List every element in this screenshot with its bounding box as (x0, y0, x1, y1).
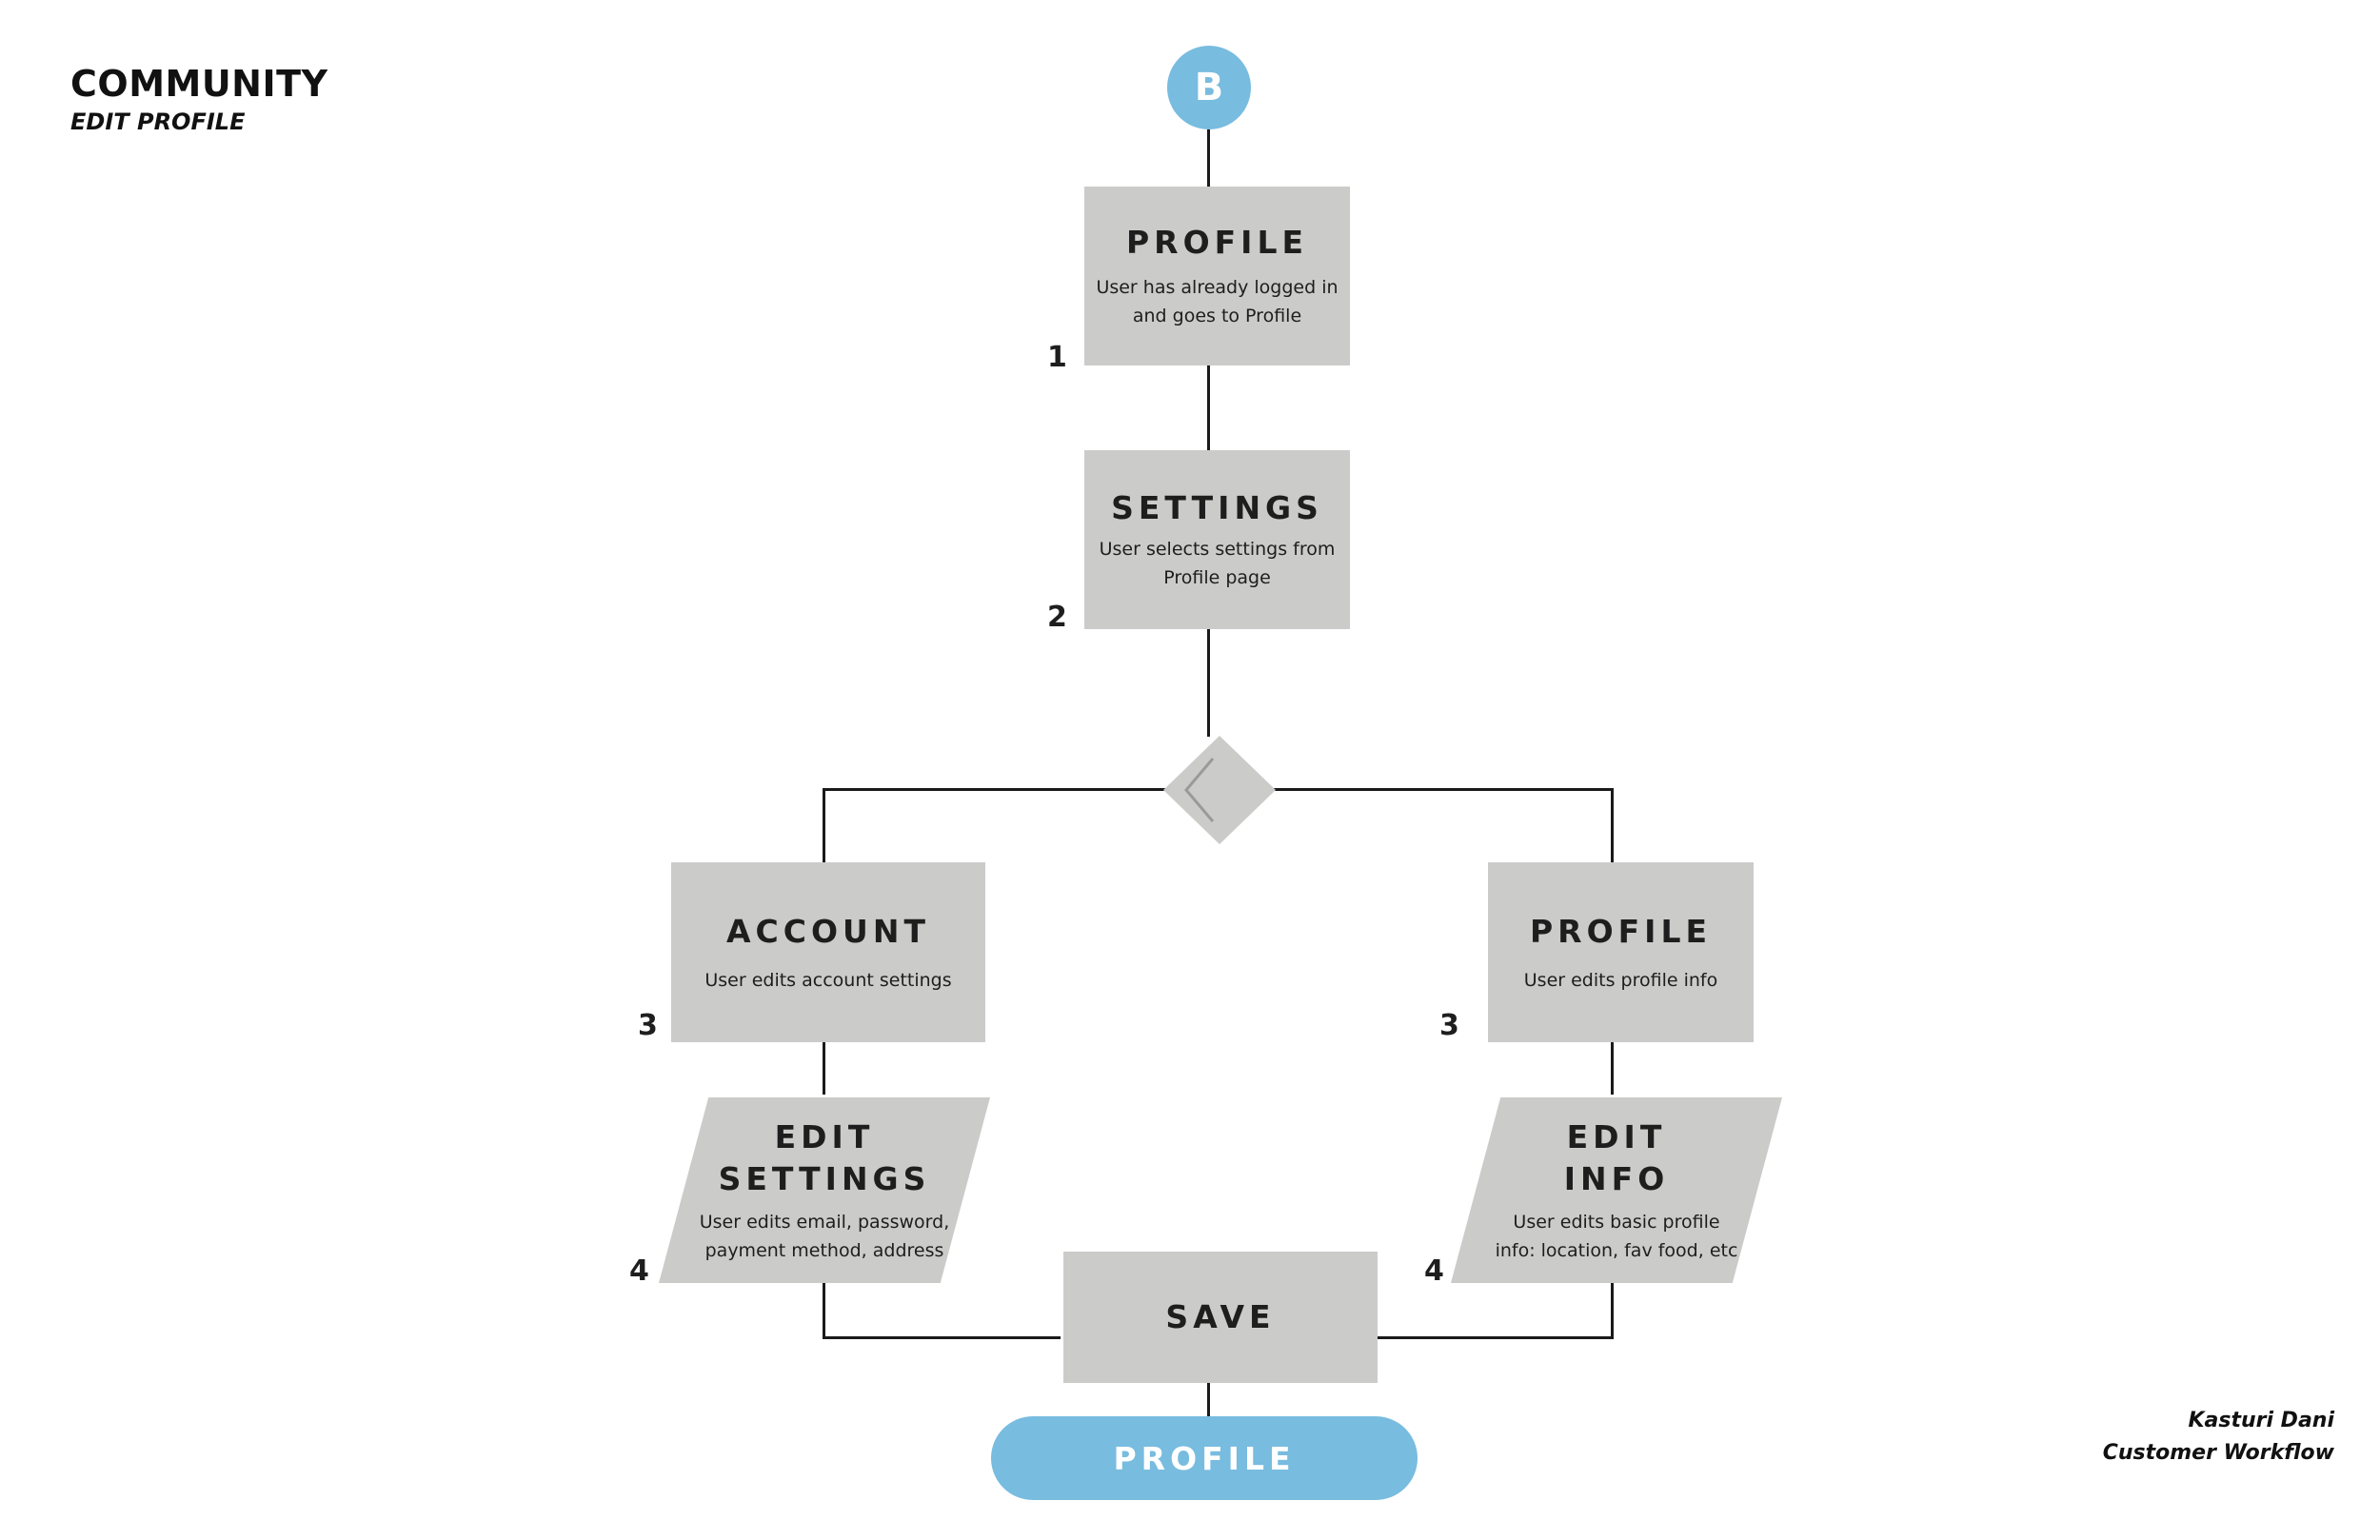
settings-step-box: SETTINGS User selects settings from Prof… (1084, 450, 1350, 629)
decision-diamond (1163, 736, 1276, 844)
connector-left-down (823, 788, 825, 862)
chevron-left-icon (1184, 758, 1215, 822)
edit-info-step-shape (1451, 1097, 1782, 1283)
diagram-subtitle: EDIT PROFILE (70, 109, 246, 135)
step-number-4-left: 4 (629, 1254, 649, 1288)
profile-info-step-box: PROFILE User edits profile info (1488, 862, 1754, 1042)
step-number-1: 1 (1047, 341, 1067, 374)
edit-settings-step-shape (659, 1097, 990, 1283)
profile-info-step-desc: User edits profile info (1523, 969, 1718, 991)
author-name: Kasturi Dani (2188, 1409, 2334, 1432)
connector-left-save (823, 1336, 1061, 1339)
connector-right-save (1374, 1336, 1614, 1339)
step-number-2: 2 (1047, 601, 1067, 634)
profile-step-title: PROFILE (1125, 224, 1309, 261)
profile-step-box: PROFILE User has already logged in and g… (1084, 187, 1350, 365)
connector-right-down (1611, 788, 1614, 862)
edit-settings-step-text: EDIT SETTINGS User edits email, password… (678, 1097, 971, 1283)
footer-caption: Customer Workflow (2102, 1441, 2334, 1465)
step-number-3-left: 3 (638, 1009, 658, 1042)
connector-decision-right (1272, 788, 1613, 791)
edit-settings-desc: User edits email, password, payment meth… (699, 1211, 950, 1261)
edit-info-desc: User edits basic profile info: location,… (1495, 1211, 1738, 1261)
connector-profile-settings (1207, 365, 1210, 450)
save-step-box: SAVE (1063, 1252, 1378, 1383)
connector-start-profile (1207, 129, 1210, 187)
edit-settings-title-line1: EDIT (774, 1117, 875, 1155)
edit-info-step-text: EDIT INFO User edits basic profile info:… (1470, 1097, 1763, 1283)
connector-settings-decision (1207, 629, 1210, 737)
connector-save-end (1207, 1378, 1210, 1416)
step-number-4-right: 4 (1424, 1254, 1444, 1288)
connector-edit-info-down (1611, 1278, 1614, 1339)
end-terminal-profile: PROFILE (991, 1416, 1418, 1500)
edit-settings-title-line2: SETTINGS (718, 1159, 931, 1197)
edit-info-title-line2: INFO (1563, 1159, 1670, 1197)
connector-profile-edit (1611, 1042, 1614, 1095)
profile-step-desc: User has already logged in and goes to P… (1096, 277, 1339, 326)
settings-step-title: SETTINGS (1111, 489, 1323, 526)
settings-step-desc: User selects settings from Profile page (1099, 539, 1336, 588)
save-step-title: SAVE (1165, 1298, 1276, 1335)
start-connector-b: B (1167, 46, 1251, 129)
account-step-desc: User edits account settings (704, 969, 952, 991)
connector-edit-settings-down (823, 1278, 825, 1339)
edit-info-title-line1: EDIT (1566, 1117, 1667, 1155)
end-terminal-label: PROFILE (1113, 1439, 1296, 1477)
account-step-box: ACCOUNT User edits account settings (671, 862, 985, 1042)
connector-account-edit (823, 1042, 825, 1095)
connector-decision-left (823, 788, 1166, 791)
start-connector-label: B (1194, 66, 1224, 109)
step-number-3-right: 3 (1439, 1009, 1459, 1042)
account-step-title: ACCOUNT (726, 912, 930, 950)
diagram-title: COMMUNITY (70, 63, 328, 105)
profile-info-step-title: PROFILE (1529, 912, 1713, 950)
